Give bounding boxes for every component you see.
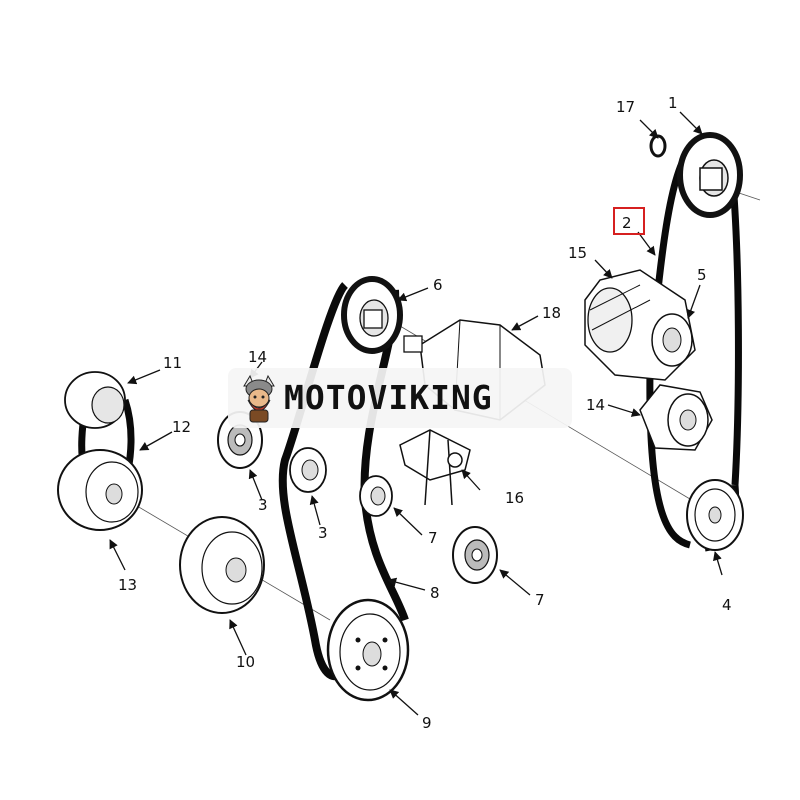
callout-13: 13 [118,576,137,594]
callout-7-lower: 7 [535,591,545,609]
belt-2 [646,147,742,552]
callout-15: 15 [568,244,587,262]
snap-ring-17 [649,134,667,158]
callout-4: 4 [722,596,732,614]
tensioner-14-right [639,384,713,451]
callout-9: 9 [422,714,432,732]
bearing-7-lower [452,526,498,584]
watermark-text: MOTOVIKING [284,378,493,417]
callout-2-highlight [613,207,645,235]
callout-7-upper: 7 [428,529,438,547]
callout-3-left: 3 [258,496,268,514]
pulley-1 [677,132,743,218]
pulley-4 [686,479,744,551]
callout-6: 6 [433,276,443,294]
viking-mascot-logo [236,372,282,424]
callout-11: 11 [163,354,182,372]
callout-12: 12 [172,418,191,436]
callout-5: 5 [697,266,707,284]
callout-14-left: 14 [248,348,267,366]
callout-10: 10 [236,653,255,671]
callout-16: 16 [505,489,524,507]
callout-17: 17 [616,98,635,116]
callout-labels: 17 1 2 15 5 14 4 6 18 16 7 7 8 9 10 11 1… [118,94,732,732]
pulley-11 [64,371,126,429]
callout-8: 8 [430,584,440,602]
callout-18: 18 [542,304,561,322]
watermark-banner: MOTOVIKING [228,368,572,428]
callout-3-center: 3 [318,524,328,542]
pulley-9 [326,598,410,702]
pulley-10 [179,516,265,614]
callout-2: 2 [622,214,632,232]
pulley-13 [57,449,143,531]
idler-7-upper [359,475,393,517]
callout-14-right: 14 [586,396,605,414]
pulley-6 [341,276,403,354]
tensioner-bracket-16 [399,429,471,506]
alternator-15 [584,269,696,381]
callout-arrows [109,111,723,716]
idler-3-center [289,447,327,493]
callout-1: 1 [668,94,678,112]
